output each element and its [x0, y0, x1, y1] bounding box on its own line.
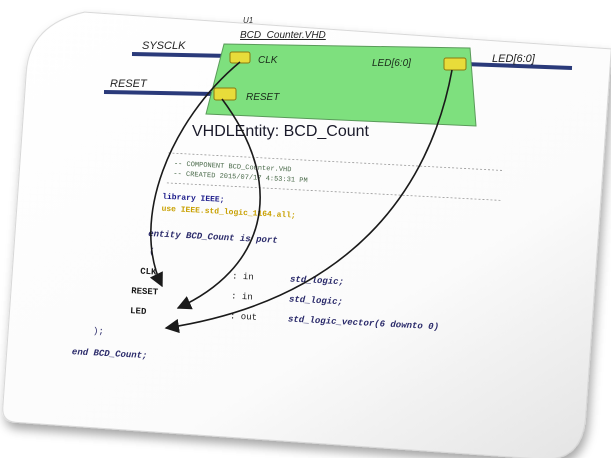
component-body[interactable]	[205, 43, 477, 127]
port-row-decl-led: : out	[230, 311, 258, 322]
port-row-decl-clk: : in	[232, 271, 254, 282]
end-declaration: end BCD_Count;	[72, 347, 148, 361]
entity-caption: VHDLEntity: BCD_Count	[192, 123, 370, 140]
port-label-led: LED[6:0]	[372, 58, 411, 69]
comment-separator-bottom	[166, 182, 503, 201]
net-label-sysclk: SYSCLK	[142, 40, 186, 52]
port-label-clk: CLK	[258, 55, 279, 66]
port-row-name-clk: CLK	[140, 267, 157, 278]
net-label-reset: RESET	[110, 78, 148, 90]
port-pin-reset[interactable]	[213, 87, 237, 101]
port-row-name-led: LED	[130, 306, 147, 317]
comment-separator-top	[168, 152, 505, 171]
port-row-name-reset: RESET	[131, 286, 159, 297]
library-line: library IEEE;	[162, 193, 225, 205]
arrow-clk-mapping	[149, 61, 241, 288]
port-pin-led[interactable]	[443, 57, 467, 71]
net-wire-reset	[103, 90, 215, 96]
port-row-type-reset: std_logic;	[289, 294, 343, 307]
instance-filename: BCD_Counter.VHD	[240, 30, 326, 41]
schematic-symbol: U1 BCD_Counter.VHD SYSCLK RESET LED[6:0]…	[103, 16, 573, 140]
port-pin-clk[interactable]	[229, 51, 251, 64]
close-paren: );	[93, 326, 104, 337]
net-wire-sysclk	[131, 52, 233, 58]
port-label-reset: RESET	[246, 92, 280, 103]
net-wire-led	[463, 62, 573, 70]
port-row-decl-reset: : in	[231, 291, 253, 302]
mapping-arrows	[149, 61, 453, 334]
instance-id: U1	[243, 16, 253, 25]
arrow-reset-mapping	[176, 98, 261, 310]
arrow-led-mapping	[164, 69, 453, 334]
net-label-led: LED[6:0]	[492, 53, 536, 65]
